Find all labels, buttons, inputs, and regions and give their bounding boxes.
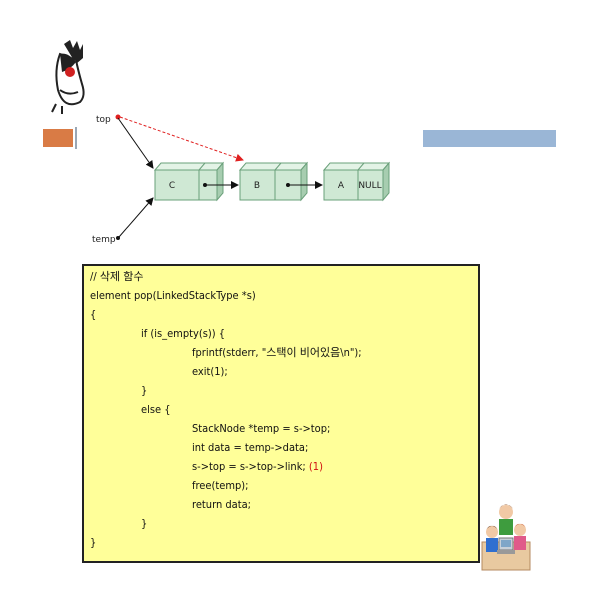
code-line: s->top = s->top->link; (1) — [192, 460, 323, 474]
code-line: else { — [141, 403, 171, 417]
node-a: A NULL — [322, 161, 391, 202]
top-label: top — [96, 115, 111, 125]
code-line-text: } — [141, 517, 148, 530]
node-c: C — [153, 161, 225, 202]
code-line-text: else { — [141, 403, 171, 416]
code-line-text: // 삭제 함수 — [90, 270, 144, 283]
code-line: if (is_empty(s)) { — [141, 327, 225, 341]
code-line: free(temp); — [192, 479, 248, 493]
node-b-label: B — [254, 181, 260, 191]
code-line-text: exit(1); — [192, 365, 228, 378]
top-to-b-dashed-arrow — [119, 116, 244, 162]
code-line-text: return data; — [192, 498, 251, 511]
code-line: // 삭제 함수 — [90, 270, 143, 284]
code-line: int data = temp->data; — [192, 441, 308, 455]
code-line-text: s->top = s->top->link; — [192, 460, 309, 473]
node-a-label: A — [338, 181, 345, 191]
temp-label: temp — [92, 235, 116, 245]
temp-to-c-arrow — [118, 197, 154, 238]
code-line: element pop(LinkedStackType *s) — [90, 289, 256, 303]
node-c-label: C — [169, 181, 175, 191]
accent-bar-left — [43, 129, 73, 147]
code-line-text: StackNode *temp = s->top; — [192, 422, 331, 435]
children-computer-clipart-icon — [481, 504, 531, 571]
linked-stack-diagram: top temp C B A NULL — [92, 114, 391, 245]
code-line-text: } — [90, 536, 97, 549]
code-line: fprintf(stderr, "스택이 비어있음\n"); — [192, 346, 362, 360]
code-line-text: { — [90, 308, 97, 321]
code-line: StackNode *temp = s->top; — [192, 422, 330, 436]
code-line: { — [90, 308, 96, 322]
code-line-text: fprintf(stderr, "스택이 비어있음\n"); — [192, 346, 362, 359]
code-line-text: free(temp); — [192, 479, 249, 492]
code-line-text: } — [141, 384, 148, 397]
code-line: } — [141, 384, 147, 398]
accent-bar-divider — [75, 127, 77, 149]
code-box: // 삭제 함수 element pop(LinkedStackType *s) {… — [82, 264, 480, 563]
node-b: B — [238, 161, 309, 202]
code-line-text: element pop(LinkedStackType *s) — [90, 289, 256, 302]
accent-bar-right — [423, 130, 556, 147]
code-line-text: int data = temp->data; — [192, 441, 309, 454]
null-label: NULL — [358, 181, 381, 191]
top-to-c-arrow — [117, 117, 154, 169]
java-duke-logo-icon — [51, 40, 85, 114]
code-line: exit(1); — [192, 365, 228, 379]
top-pointer-dot — [115, 114, 121, 120]
code-line: } — [90, 536, 96, 550]
code-line: } — [141, 517, 147, 531]
code-line-text: if (is_empty(s)) { — [141, 327, 226, 340]
code-step-marker: (1) — [308, 460, 323, 473]
code-line: return data; — [192, 498, 251, 512]
